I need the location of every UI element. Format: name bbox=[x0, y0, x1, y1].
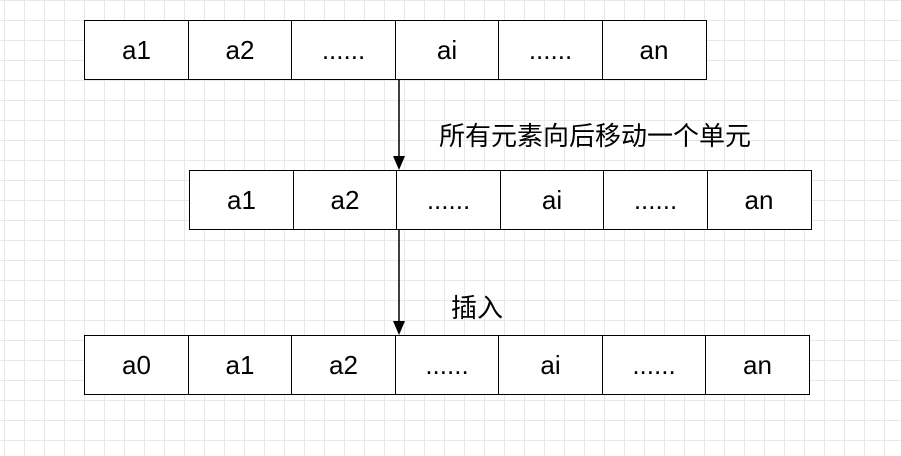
array-cell: ...... bbox=[498, 20, 603, 80]
array-cell: an bbox=[601, 20, 707, 80]
array-cell: ai bbox=[394, 20, 500, 80]
array-cell: a1 bbox=[187, 335, 293, 395]
arrow-insert bbox=[393, 230, 405, 335]
insert-label: 插入 bbox=[451, 293, 504, 323]
array-shifted: a1 a2 ...... ai ...... an bbox=[189, 170, 812, 230]
array-cell: ...... bbox=[601, 335, 707, 395]
array-cell: ...... bbox=[291, 20, 396, 80]
array-cell: ai bbox=[498, 335, 603, 395]
array-cell: ...... bbox=[396, 170, 501, 230]
array-cell: a0 bbox=[84, 335, 189, 395]
array-inserted: a0 a1 a2 ...... ai ...... an bbox=[84, 335, 810, 395]
array-cell: a2 bbox=[291, 335, 396, 395]
array-original: a1 a2 ...... ai ...... an bbox=[84, 20, 707, 80]
array-cell: a1 bbox=[189, 170, 294, 230]
shift-label: 所有元素向后移动一个单元 bbox=[439, 121, 752, 151]
arrow-shift bbox=[393, 80, 405, 170]
array-cell: ...... bbox=[394, 335, 500, 395]
array-cell: ...... bbox=[603, 170, 708, 230]
array-cell: a2 bbox=[187, 20, 293, 80]
array-cell: an bbox=[705, 335, 810, 395]
array-cell: an bbox=[706, 170, 812, 230]
array-cell: a2 bbox=[292, 170, 398, 230]
array-cell: a1 bbox=[84, 20, 189, 80]
